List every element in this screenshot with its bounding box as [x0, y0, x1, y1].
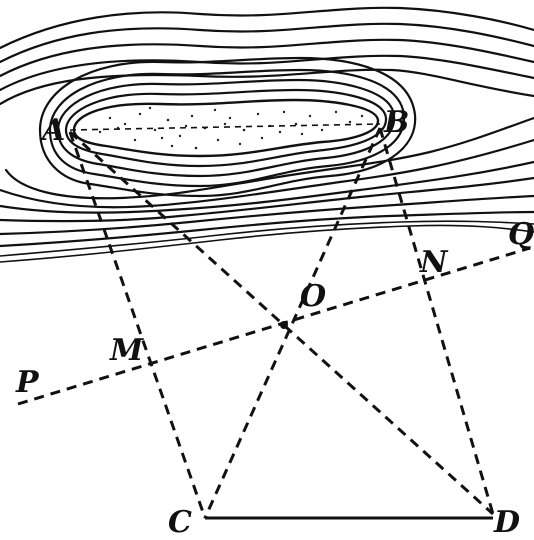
label-Q: Q — [508, 217, 534, 252]
label-B: B — [383, 105, 409, 140]
line-PQ — [17, 246, 531, 406]
line-AC — [68, 131, 207, 519]
label-A: A — [39, 113, 65, 148]
label-C: C — [168, 505, 192, 540]
line-AD — [68, 130, 495, 516]
label-D: D — [493, 505, 520, 540]
terrain-contours — [0, 6, 534, 263]
label-M: M — [109, 333, 144, 368]
line-BC — [203, 127, 382, 519]
construction-lines — [17, 127, 531, 520]
segment-AB — [69, 123, 381, 131]
point-O — [280, 321, 288, 329]
label-O: O — [300, 279, 326, 314]
label-P: P — [15, 365, 40, 400]
label-N: N — [419, 245, 449, 280]
point-labels: A B Q N O M P C D — [15, 105, 534, 540]
